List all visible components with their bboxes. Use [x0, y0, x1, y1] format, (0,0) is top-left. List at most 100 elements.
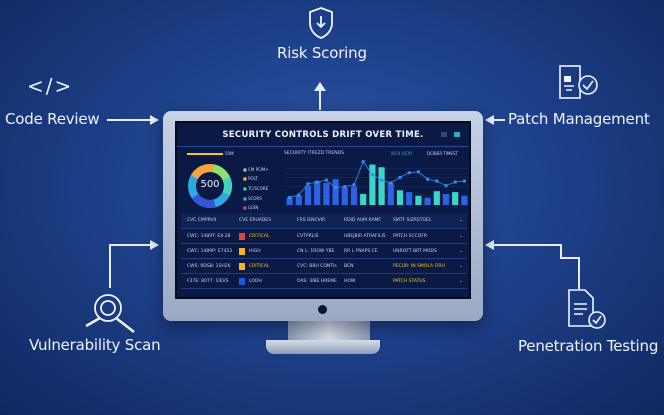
chart-tab-1[interactable]: IIICH LICIIY — [391, 151, 413, 156]
trend-point — [453, 180, 457, 184]
arrowhead — [150, 115, 159, 125]
severity-swatch — [239, 263, 245, 270]
severity-swatch — [239, 248, 245, 255]
arrowhead — [485, 240, 494, 250]
arrow-up-risk — [319, 90, 321, 110]
trend-point — [426, 177, 430, 181]
donut-chart — [188, 164, 233, 208]
severity: HIGH — [249, 249, 261, 254]
arrowhead — [150, 240, 159, 250]
trend-point — [361, 160, 365, 164]
severity: CRITICAL — [249, 264, 270, 269]
dashboard-screen: SECURITY CONTROLS DRIFT OVER TIME. 50M 5… — [175, 121, 471, 299]
penetration-testing-label: Penetration Testing — [518, 337, 659, 355]
table-row[interactable]: CWC: 1489T: EX-28 CRITICAL CVTPRLIS UBEJ… — [181, 229, 467, 244]
arrow-patch-management — [493, 119, 505, 121]
trend-point — [297, 193, 301, 197]
legend-item: ■ LESN — [243, 205, 259, 210]
legend-item: ■ CM PCIM+ — [243, 167, 269, 172]
vulnerability-scan-label: Vulnerability Scan — [29, 336, 161, 354]
cell: HOW — [344, 279, 356, 284]
monitor-logo — [318, 305, 327, 314]
chart-bar — [323, 182, 330, 205]
donut-value: 500 — [200, 179, 220, 190]
column-header: CVC CMPRVII — [187, 218, 217, 223]
arrow-connector — [560, 244, 562, 258]
chart-bar — [350, 186, 358, 205]
legend-item: ■ TC/SCORE — [243, 186, 269, 191]
donut-header: 50M — [225, 151, 234, 156]
chart-title: SECURITY ITREZD TRENDS — [284, 151, 344, 156]
chart-bar — [314, 181, 321, 205]
arrow-code-review — [107, 119, 151, 121]
chart-bar — [424, 197, 431, 205]
column-header: FRS IENCVIR — [297, 218, 326, 223]
chevron-down-icon[interactable]: ⌄ — [459, 279, 463, 284]
severity-swatch — [239, 233, 245, 240]
column-header: CVE ERUADES — [239, 218, 272, 223]
window-button[interactable] — [454, 132, 460, 137]
column-header: SMTF SIZRSTOEL — [393, 218, 432, 223]
table-row[interactable]: F27E: 8077: 1IEVS LOOH OAS: 3IBE HREME H… — [181, 274, 467, 289]
chevron-down-icon[interactable]: ⌄ — [459, 218, 463, 223]
table-row[interactable]: CWS: 9DSB: 1SH26 CRITICAL CVC: BBU CONTI… — [181, 259, 467, 274]
trend-point — [315, 180, 319, 184]
severity: CRITICAL — [249, 234, 270, 239]
arrow-connector — [109, 244, 151, 246]
chart-bar — [341, 187, 348, 205]
trend-point — [407, 171, 411, 175]
cve-id: F27E: 8077: 1IEVS — [187, 279, 229, 284]
severity-swatch — [239, 278, 245, 285]
arrow-vulnerability-scan — [109, 244, 111, 288]
cell: BCN — [344, 264, 354, 269]
chart-bar — [461, 195, 468, 205]
arrowhead — [314, 82, 326, 91]
table-row[interactable]: CWC: 1489P: E7423 HIGH CN L: 1ROW YBE RR… — [181, 244, 467, 259]
trend-point — [398, 175, 402, 179]
chart-bar — [387, 182, 394, 205]
patch-status: PATCH STATUS — [393, 279, 426, 284]
code-icon: </> — [27, 74, 74, 98]
chart-bar — [452, 192, 459, 205]
trend-point — [462, 179, 466, 183]
chart-bar — [369, 164, 376, 205]
risk-scoring-label: Risk Scoring — [277, 44, 367, 62]
trend-point — [343, 185, 347, 189]
dashboard-title: SECURITY CONTROLS DRIFT OVER TIME. — [177, 123, 469, 147]
arrowhead — [485, 115, 494, 125]
chart-bar — [433, 191, 440, 205]
arrow-connector — [578, 257, 580, 289]
cell: OAS: 3IBE HREME — [297, 279, 337, 284]
trend-chart — [285, 160, 469, 206]
table-header: CVC CMPRVII CVE ERUADES FRS IENCVIR RDID… — [181, 213, 467, 229]
monitor: SECURITY CONTROLS DRIFT OVER TIME. 50M 5… — [163, 111, 483, 321]
trend-point — [370, 173, 374, 177]
trend-point — [288, 196, 292, 200]
trend-point — [306, 182, 310, 186]
chevron-down-icon[interactable]: ⌄ — [459, 264, 463, 269]
monitor-base — [266, 340, 380, 354]
arrow-connector — [560, 257, 580, 259]
cell: CVTPRLIS — [297, 234, 319, 239]
chart-bar — [415, 195, 422, 205]
chart-bar — [378, 167, 385, 205]
trend-point — [435, 179, 439, 183]
chart-bar — [295, 195, 302, 205]
trend-line — [289, 160, 465, 199]
arrow-penetration-testing — [493, 244, 562, 246]
donut-header-bar — [187, 153, 223, 155]
shield-download-icon — [309, 7, 333, 39]
minimize-button[interactable] — [441, 132, 447, 137]
chevron-down-icon[interactable]: ⌄ — [459, 234, 463, 239]
chart-bar — [304, 185, 312, 205]
cell: CVC: BBU CONTIs — [297, 264, 337, 269]
chart-tab-2[interactable]: DCIBER TIMEST — [427, 151, 458, 156]
severity: LOOH — [249, 279, 262, 284]
trend-point — [352, 183, 356, 187]
chart-bar — [442, 193, 450, 205]
trend-point — [380, 178, 384, 182]
chevron-down-icon[interactable]: ⌄ — [459, 249, 463, 254]
legend-item: ■ SCORS — [243, 196, 262, 201]
cve-id: CWC: 1489P: E7423 — [187, 249, 233, 254]
code-review-label: Code Review — [5, 110, 100, 128]
